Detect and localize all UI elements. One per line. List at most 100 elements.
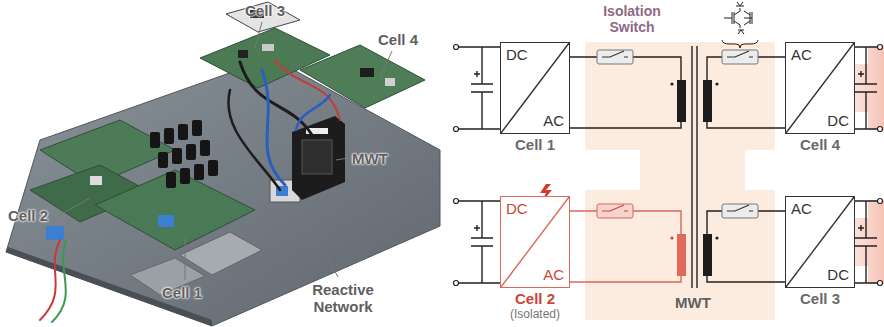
cables [262,70,285,185]
leader-line [336,158,348,160]
cables [40,240,60,320]
capacitor-symbol [471,47,493,129]
semiconductor-symbol [724,8,740,28]
wire [456,201,505,283]
leader-line [255,22,262,48]
wire [707,211,790,282]
photo-callout: MWT [352,150,388,167]
cell-2-board [46,226,64,240]
semiconductor-symbol [722,2,758,48]
transformer-winding [677,80,686,122]
terminal [454,199,459,204]
cell-4-board [385,78,395,86]
cables [296,95,330,130]
terminal [454,281,459,286]
capacitor-symbol [474,225,480,231]
capacitor-bank [186,144,196,160]
isolation-switch [722,50,758,64]
converter-box: ACDCCell 3 [785,196,855,288]
semiconductor-symbol [738,30,744,34]
converter-port-label: DC [506,201,528,218]
leader-line [58,198,90,216]
isolation-switch [597,50,633,64]
transformer-winding [703,234,712,276]
capacitor-bank [200,140,210,156]
cell-4-board [300,45,425,108]
isolation-switch [602,51,628,57]
leader-line [185,238,186,280]
leader-line [380,51,392,78]
isolation-switch [727,205,753,211]
converter-port-label: AC [791,47,812,64]
isolated-winding [677,234,686,276]
photo-callout: Cell 1 [162,284,202,301]
isolation-switch [597,50,758,218]
wire [707,57,790,128]
capacitor-bank [164,128,174,144]
semiconductor-symbol [744,11,752,25]
terminal [454,45,459,50]
isolated-switch [597,204,633,218]
converter-port-label: AC [791,201,812,218]
isolated-wire [565,211,681,282]
converter-port-label: AC [543,113,564,130]
converter-diagonal [501,197,569,287]
controller-board [226,2,300,32]
terminal [878,281,883,286]
cell-4-board [360,68,374,77]
cell-2-board [90,176,102,185]
terminal [454,127,459,132]
photo-callout: Cell 2 [8,207,48,224]
capacitor-bank [150,120,218,188]
terminal [878,45,883,50]
photo-callout: Cell 4 [378,31,418,48]
capacitor-symbol [471,201,493,283]
capacitor-bank [178,124,188,140]
transformer-winding [715,82,718,85]
converter-diagonal [786,43,854,133]
transformer-winding [670,82,673,85]
transformer [302,140,332,174]
converter-port-label: DC [827,113,849,130]
cell-3-board [262,44,274,51]
transformer-winding [715,236,718,239]
wire [456,47,505,129]
isolated-wire [565,211,681,282]
capacitor-symbol [474,71,480,77]
leader-line [58,22,392,280]
terminal [878,127,883,132]
transformer-winding [703,80,712,122]
cell-1-board [158,215,174,227]
cables [52,240,66,322]
leader-line [300,208,338,277]
capacitor-symbol [855,201,877,283]
capacitor-bank [172,148,182,164]
converter-box: DCACCell 2(Isolated) [500,196,570,288]
capacitor-bank [194,164,204,180]
capacitor-symbol [858,225,864,231]
capacitor-symbol [858,71,864,77]
cables [240,62,312,135]
cell-label: Cell 3 [800,291,840,308]
wire [565,57,681,128]
transformer-core [691,46,692,288]
transformer-region [585,42,775,320]
capacitor-bank [192,120,202,136]
transformer-region [585,42,775,320]
isolation-switch [722,204,758,218]
transformer-core [696,46,697,288]
cell-3-board [238,50,248,58]
controller-board [226,2,300,32]
converter-port-label: DC [827,267,849,284]
transformer-winding [670,80,718,276]
capacitor-bank [208,160,218,176]
isolated-winding [670,234,686,276]
cables [228,90,280,190]
converter-diagonal [786,197,854,287]
converter-port-label: DC [506,47,528,64]
isolated-switch [597,204,633,218]
capacitor-symbol [855,47,877,129]
capacitor-bank [158,152,168,168]
